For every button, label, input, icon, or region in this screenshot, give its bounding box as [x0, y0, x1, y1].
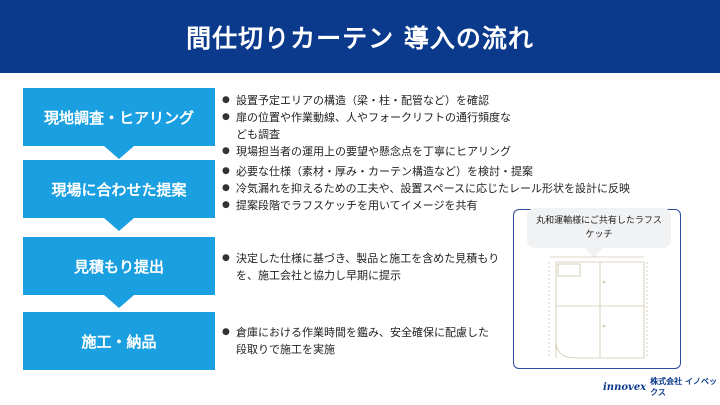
- sketch-callout-text: 丸和運輸様にご共有したラフスケッチ: [536, 216, 662, 240]
- company-name: 株式会社 イノベックス: [650, 377, 717, 397]
- step-site-survey-details: 設置予定エリアの構造（梁・柱・配管など）を確認 扉の位置や作業動線、人やフォーク…: [222, 92, 512, 160]
- step-label: 現地調査・ヒアリング: [43, 108, 194, 127]
- step-label: 見積もり提出: [73, 257, 164, 276]
- step-label: 現場に合わせた提案: [51, 180, 187, 199]
- bullet-item: 倉庫における作業時間を鑑み、安全確保に配慮した段取りで施工を実施: [222, 324, 492, 358]
- step-proposal-details: 必要な仕様（素材・厚み・カーテン構造など）を検討・提案 冷気漏れを抑えるための工…: [222, 163, 692, 214]
- step-site-survey: 現地調査・ヒアリング: [23, 88, 215, 159]
- callout-tail: [585, 248, 603, 258]
- bullet-item: 必要な仕様（素材・厚み・カーテン構造など）を検討・提案: [222, 163, 692, 180]
- step-estimate: 見積もり提出: [23, 237, 215, 308]
- title-bar: 間仕切りカーテン 導入の流れ: [0, 0, 720, 73]
- rough-sketch-drawing: [548, 256, 648, 359]
- page-title: 間仕切りカーテン 導入の流れ: [186, 23, 534, 53]
- step-estimate-details: 決定した仕様に基づき、製品と施工を含めた見積もりを、施工会社と協力し早期に提示: [222, 250, 507, 284]
- bullet-item: 扉の位置や作業動線、人やフォークリフトの通行頻度なども調査: [222, 109, 512, 143]
- step-installation-details: 倉庫における作業時間を鑑み、安全確保に配慮した段取りで施工を実施: [222, 324, 492, 358]
- step-label: 施工・納品: [81, 332, 157, 351]
- bullet-item: 冷気漏れを抑えるための工夫や、設置スペースに応じたレール形状を設計に反映: [222, 180, 692, 197]
- step-installation: 施工・納品: [23, 312, 215, 370]
- bullet-item: 決定した仕様に基づき、製品と施工を含めた見積もりを、施工会社と協力し早期に提示: [222, 250, 507, 284]
- bullet-item: 提案段階でラフスケッチを用いてイメージを共有: [222, 197, 692, 214]
- sketch-callout: 丸和運輸様にご共有したラフスケッチ: [527, 208, 671, 248]
- step-proposal: 現場に合わせた提案: [23, 160, 215, 231]
- bullet-item: 設置予定エリアの構造（梁・柱・配管など）を確認: [222, 92, 512, 109]
- bullet-item: 現場担当者の運用上の要望や懸念点を丁寧にヒアリング: [222, 143, 512, 160]
- brand-logo-text: innovex: [603, 381, 647, 393]
- company-logo: innovex 株式会社 イノベックス: [603, 377, 720, 397]
